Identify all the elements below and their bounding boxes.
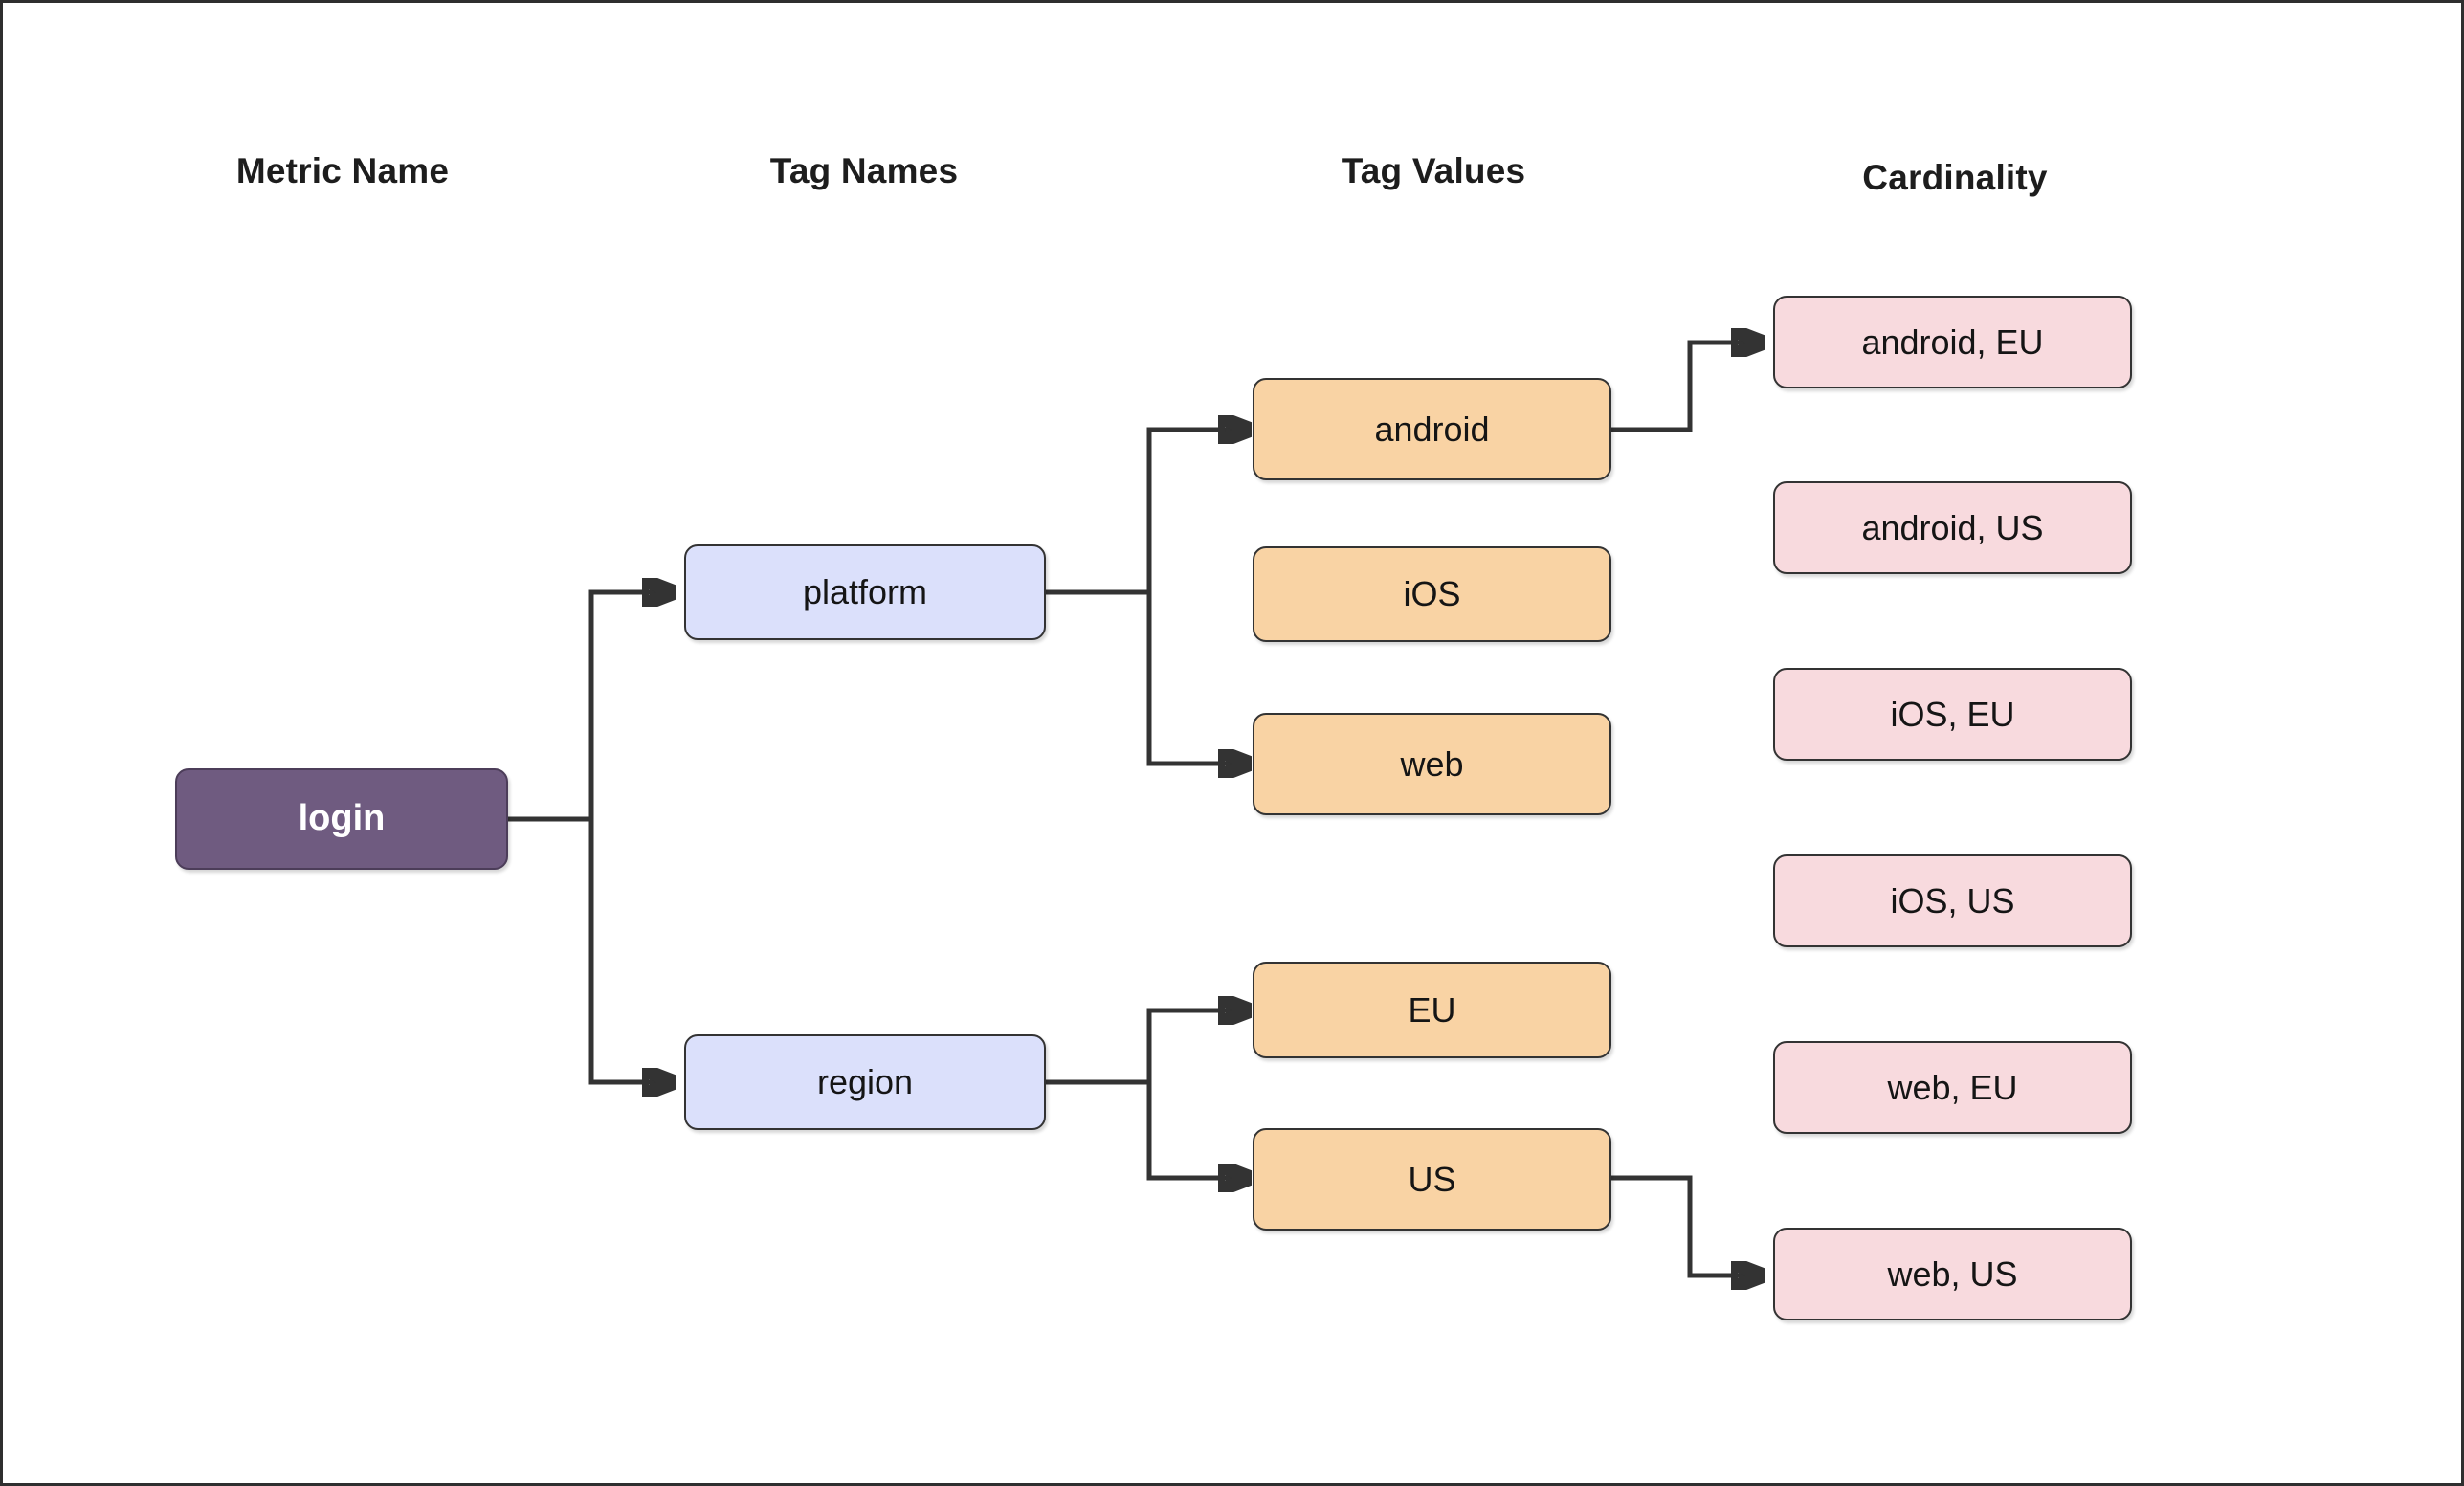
node-eu[interactable]: EU: [1253, 962, 1611, 1058]
node-web[interactable]: web: [1253, 713, 1611, 815]
node-ios-eu-label: iOS, EU: [1890, 694, 2015, 734]
node-ios-us[interactable]: iOS, US: [1773, 854, 2132, 947]
node-login[interactable]: login: [175, 768, 508, 870]
edge-us-web-us: [1608, 1175, 1762, 1275]
node-web-us-label: web, US: [1887, 1253, 2018, 1294]
node-web-label: web: [1400, 743, 1464, 784]
node-ios[interactable]: iOS: [1253, 546, 1611, 642]
node-ios-us-label: iOS, US: [1890, 880, 2015, 920]
node-android-eu[interactable]: android, EU: [1773, 296, 2132, 388]
node-web-us[interactable]: web, US: [1773, 1228, 2132, 1320]
node-android[interactable]: android: [1253, 378, 1611, 480]
edge-android-android-eu: [1608, 343, 1762, 432]
node-login-label: login: [298, 798, 386, 839]
column-header-tag-names: Tag Names: [769, 151, 959, 190]
node-android-us-label: android, US: [1861, 507, 2044, 547]
node-region[interactable]: region: [684, 1034, 1046, 1130]
node-platform-label: platform: [802, 572, 928, 612]
node-ios-eu[interactable]: iOS, EU: [1773, 668, 2132, 761]
column-header-metric-name: Metric Name: [235, 151, 450, 190]
node-android-us[interactable]: android, US: [1773, 481, 2132, 574]
node-web-eu[interactable]: web, EU: [1773, 1041, 2132, 1134]
node-android-eu-label: android, EU: [1861, 322, 2044, 362]
node-android-label: android: [1374, 409, 1490, 449]
node-eu-label: EU: [1408, 989, 1456, 1030]
node-ios-label: iOS: [1403, 574, 1461, 614]
node-web-eu-label: web, EU: [1887, 1067, 2018, 1107]
node-region-label: region: [816, 1062, 914, 1102]
column-header-cardinality: Cardinality: [1862, 158, 2048, 197]
column-header-tag-values: Tag Values: [1341, 151, 1526, 190]
node-platform[interactable]: platform: [684, 544, 1046, 640]
node-us[interactable]: US: [1253, 1128, 1611, 1231]
node-us-label: US: [1408, 1159, 1456, 1199]
